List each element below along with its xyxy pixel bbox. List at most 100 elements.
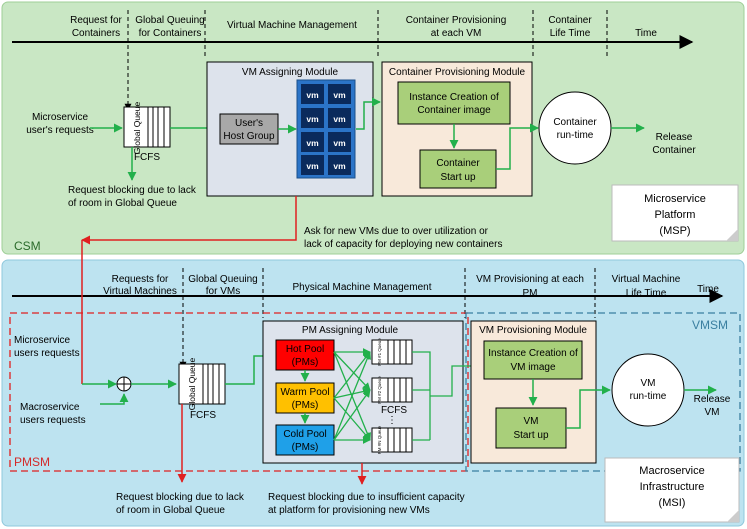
msi-tl-lifetime-1: Virtual Machine bbox=[612, 274, 681, 285]
container-runtime-circle bbox=[538, 91, 612, 165]
pm-queue-1-label: PM #1 Queue bbox=[377, 338, 382, 366]
vm-startup-1: VM bbox=[524, 416, 539, 427]
pm-queue-2: PM #2 Queue bbox=[371, 376, 413, 404]
vm-instance-2: VM image bbox=[510, 362, 555, 373]
msi-tl-queuing-1: Global Queuing bbox=[188, 274, 258, 285]
msp-3: (MSP) bbox=[659, 225, 690, 237]
svg-text:vm: vm bbox=[306, 90, 319, 100]
vm-assigning-title: VM Assigning Module bbox=[242, 67, 339, 78]
svg-text:vm: vm bbox=[306, 114, 319, 124]
vm-startup-2: Start up bbox=[513, 430, 548, 441]
hot-pool-1: Hot Pool bbox=[286, 344, 324, 355]
msp-card bbox=[611, 184, 739, 242]
msi-queue-label: Global Queue bbox=[187, 358, 197, 411]
csm-tl-request-1: Request for bbox=[70, 15, 122, 26]
host-group-label-2: Host Group bbox=[223, 131, 275, 142]
csm-input-label-1: Microservice bbox=[32, 112, 89, 123]
pmsm-tag: PMSM bbox=[14, 455, 50, 469]
macro-label-2: users requests bbox=[20, 415, 86, 426]
container-startup-1: Container bbox=[436, 158, 480, 169]
vm-runtime-1: VM bbox=[641, 378, 656, 389]
pool-to-pm-arrows bbox=[333, 348, 371, 444]
pm-queue-n-label: PM #N Queue bbox=[377, 425, 382, 454]
cold-pool-1: Cold Pool bbox=[283, 429, 326, 440]
msp-card-fold bbox=[726, 229, 738, 241]
msp-2: Platform bbox=[655, 209, 696, 221]
release-vm-2: VM bbox=[705, 407, 720, 418]
vm-runtime-circle bbox=[611, 353, 685, 427]
pm-ellipsis: ⋮ bbox=[387, 415, 397, 426]
csm-tl-lifetime-1: Container bbox=[548, 15, 592, 26]
pm-queue-n: PM #N Queue bbox=[371, 425, 413, 454]
msi-blocking2-1: Request blocking due to insufficient cap… bbox=[268, 492, 465, 503]
svg-text:vm: vm bbox=[333, 138, 346, 148]
pm-queue-2-label: PM #2 Queue bbox=[377, 376, 382, 404]
msi-blocking2-2: at platform for provisioning new VMs bbox=[268, 505, 430, 516]
release-container-2: Container bbox=[652, 145, 696, 156]
msi-tl-vm-prov-1: VM Provisioning at each bbox=[476, 274, 584, 285]
csm-tl-container-prov-2: at each VM bbox=[431, 28, 482, 39]
msi-card bbox=[604, 457, 740, 523]
container-instance-box bbox=[397, 81, 511, 125]
cold-pool-2: (PMs) bbox=[292, 442, 319, 453]
csm-tl-vm-management: Virtual Machine Management bbox=[227, 20, 357, 31]
vm-grid-tiles: vm vm vm vm vm vm vm vm bbox=[301, 84, 351, 175]
micro-label-2: users requests bbox=[14, 348, 80, 359]
msi-blocking1-2: of room in Global Queue bbox=[116, 505, 225, 516]
msi-tl-lifetime-2: Life Time bbox=[626, 288, 667, 299]
msi-blocking1-1: Request blocking due to lack bbox=[116, 492, 245, 503]
vm-provisioning-title: VM Provisioning Module bbox=[479, 325, 587, 336]
vmsm-tag: VMSM bbox=[692, 318, 728, 332]
msi-global-queue: Global Queue bbox=[178, 358, 226, 411]
pm-queue-1: PM #1 Queue bbox=[371, 338, 413, 366]
container-runtime-2: run-time bbox=[557, 130, 594, 141]
msi-fcfs: FCFS bbox=[190, 410, 216, 421]
vm-instance-box bbox=[483, 340, 583, 380]
msi-1: Macroservice bbox=[639, 465, 704, 477]
release-container-1: Release bbox=[656, 132, 693, 143]
macro-to-merge-arrow bbox=[100, 393, 129, 405]
csm-tl-queuing-1: Global Queuing bbox=[135, 15, 205, 26]
msi-card-fold bbox=[727, 510, 739, 522]
csm-fcfs: FCFS bbox=[134, 152, 160, 163]
msi-timeline-ticks bbox=[179, 268, 596, 369]
csm-tag: CSM bbox=[14, 239, 41, 253]
warm-pool-2: (PMs) bbox=[292, 400, 319, 411]
ask-new-vms-1: Ask for new VMs due to over utilization … bbox=[304, 226, 489, 237]
msi-tl-pm-management: Physical Machine Management bbox=[293, 282, 432, 293]
vm-startup-to-runtime bbox=[566, 385, 611, 429]
pm-to-merge-arrows bbox=[412, 351, 483, 441]
pm-assigning-title: PM Assigning Module bbox=[302, 325, 399, 336]
warm-pool-box bbox=[275, 382, 335, 414]
host-group-box bbox=[219, 113, 279, 145]
msi-tl-request-1: Requests for bbox=[112, 274, 169, 285]
container-startup-box bbox=[419, 149, 497, 189]
startup-to-runtime-arrow bbox=[496, 123, 539, 170]
warm-pool-1: Warm Pool bbox=[280, 387, 329, 398]
release-vm-1: Release bbox=[694, 394, 731, 405]
msi-tl-queuing-2: for VMs bbox=[206, 286, 240, 297]
csm-input-label-2: user's requests bbox=[26, 125, 94, 136]
container-startup-2: Start up bbox=[440, 172, 475, 183]
vm-instance-1: Instance Creation of bbox=[488, 348, 578, 359]
container-runtime-1: Container bbox=[553, 117, 597, 128]
pm-fcfs: FCFS bbox=[381, 405, 407, 416]
msi-tl-time: Time bbox=[697, 284, 719, 295]
msi-2: Infrastructure bbox=[640, 481, 705, 493]
macro-label-1: Macroservice bbox=[20, 402, 80, 413]
container-instance-1: Instance Creation of bbox=[409, 92, 499, 103]
msi-tl-vm-prov-2: PM bbox=[523, 288, 538, 299]
ask-new-vms-2: lack of capacity for deploying new conta… bbox=[304, 239, 502, 250]
svg-text:vm: vm bbox=[306, 138, 319, 148]
vms-to-container-arrow bbox=[356, 97, 381, 130]
vm-startup-box bbox=[495, 407, 567, 449]
csm-blocking-1: Request blocking due to lack bbox=[68, 185, 197, 196]
csm-tl-request-2: Containers bbox=[72, 28, 120, 39]
svg-text:vm: vm bbox=[333, 161, 346, 171]
csm-queue-label: Global Queue bbox=[132, 102, 142, 155]
csm-tl-container-prov-1: Container Provisioning bbox=[406, 15, 507, 26]
container-provisioning-title: Container Provisioning Module bbox=[389, 67, 526, 78]
svg-text:vm: vm bbox=[333, 114, 346, 124]
